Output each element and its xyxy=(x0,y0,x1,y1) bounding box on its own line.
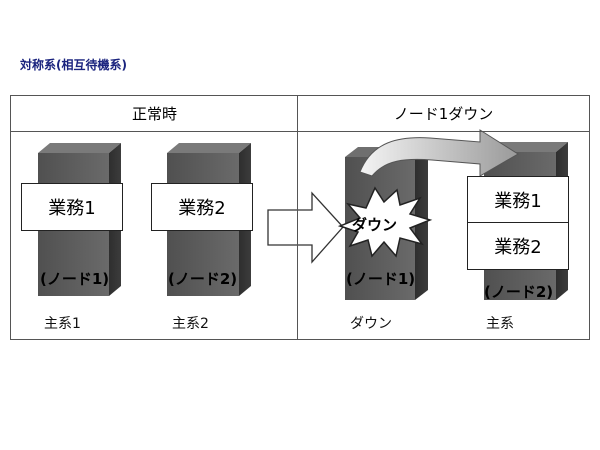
node1-label-down: (ノード1) xyxy=(346,270,416,288)
diagram-frame: 正常時 ノード1ダウン xyxy=(10,95,590,340)
header-normal: 正常時 xyxy=(131,105,177,123)
panel-divider xyxy=(297,96,298,339)
transition-arrow xyxy=(267,191,344,264)
burst-label: ダウン xyxy=(352,216,398,234)
job1-box-normal: 業務1 xyxy=(21,183,123,231)
page-title: 対称系(相互待機系) xyxy=(20,58,127,72)
failover-arrow xyxy=(359,129,519,177)
sys2-label: 主系2 xyxy=(172,316,209,332)
node1-label-normal: (ノード1) xyxy=(40,270,110,288)
header-node1-down: ノード1ダウン xyxy=(393,105,494,123)
job1-box-failover: 業務1 xyxy=(467,176,569,224)
down-burst-icon xyxy=(337,186,433,258)
job2-box-normal: 業務2 xyxy=(151,183,253,231)
node2-status-label: 主系 xyxy=(486,316,514,332)
node2-label-active: (ノード2) xyxy=(484,283,554,301)
header-divider xyxy=(11,131,589,132)
node1-status-label: ダウン xyxy=(350,316,392,332)
sys1-label: 主系1 xyxy=(44,316,81,332)
job2-box-failover: 業務2 xyxy=(467,222,569,270)
node2-label-normal: (ノード2) xyxy=(168,270,238,288)
